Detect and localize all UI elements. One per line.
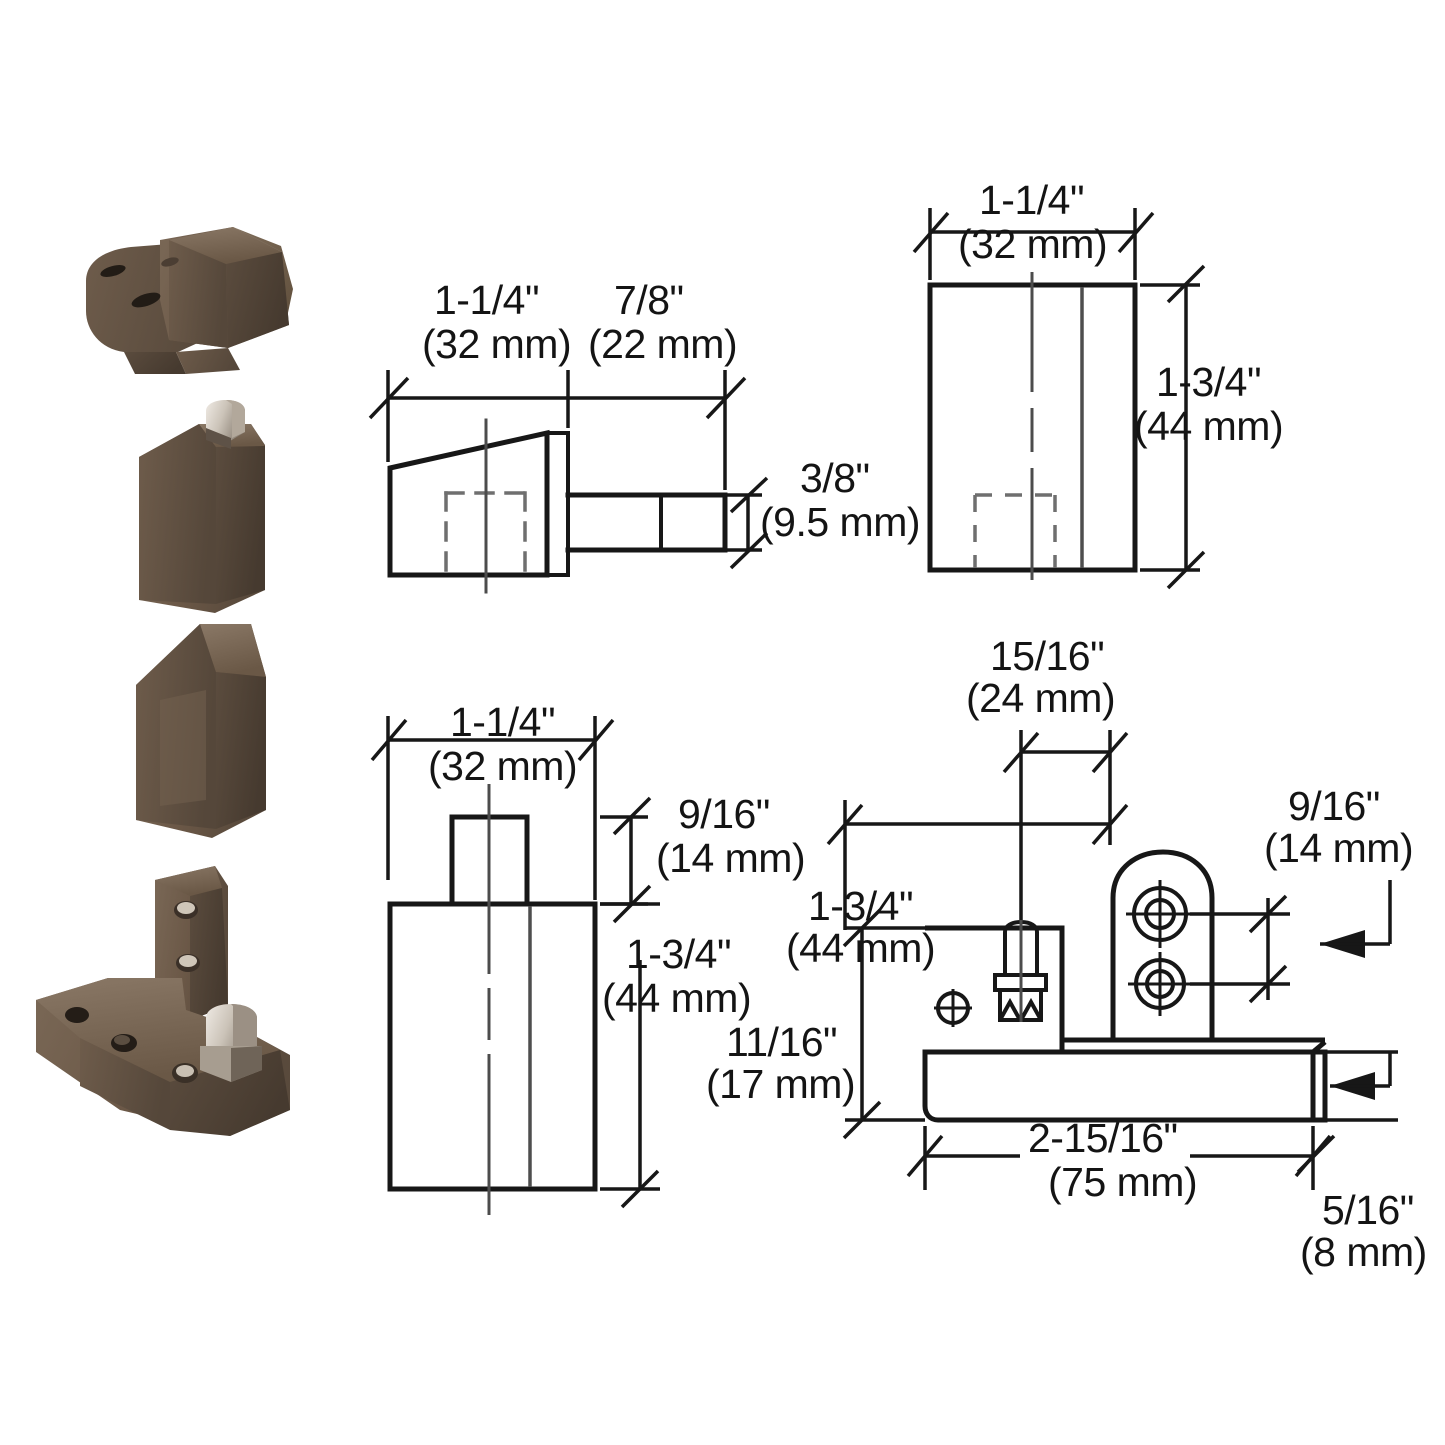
dim-tr-height-metric: (44 mm) [1134,403,1283,449]
dim-br-plate-thickness-imperial: 5/16" [1322,1187,1414,1233]
dim-br-overall-length-imperial: 2-15/16" [1028,1115,1178,1161]
dim-tl-pin-dia-metric: (9.5 mm) [760,499,920,545]
view-bottom-right-dimension-lines [826,730,1398,1190]
dim-bl-width-imperial: 1-1/4" [450,699,555,745]
dim-bl-pin-height-metric: (14 mm) [656,835,805,881]
dim-bl-pin-height-imperial: 9/16" [678,791,770,837]
view-top-right-front-elevation [927,272,1138,580]
dim-tr-width-metric: (32 mm) [958,221,1107,267]
dim-br-pin-offset-imperial: 15/16" [990,633,1104,679]
dim-br-back-offset-metric: (44 mm) [786,925,935,971]
dim-bl-width-metric: (32 mm) [428,743,577,789]
render-pivot-body-with-pin [139,400,265,613]
view-top-left-side-elevation [387,418,728,594]
dim-tl-width-b-metric: (22 mm) [588,321,737,367]
render-top-pivot-cap-underside [86,227,293,374]
dim-tl-width-a-metric: (32 mm) [422,321,571,367]
dim-tr-height-imperial: 1-3/4" [1156,359,1261,405]
dim-tl-width-b-imperial: 7/8" [614,277,684,323]
render-cover-cap [136,624,266,838]
dim-br-pin-offset-metric: (24 mm) [966,675,1115,721]
render-floor-bracket-assembly [36,866,290,1136]
view-top-right-dimension-lines [912,208,1206,590]
dim-bl-body-height-imperial: 1-3/4" [626,931,731,977]
dim-br-hole-spacing-imperial: 9/16" [1288,783,1380,829]
dim-br-block-height-imperial: 11/16" [726,1019,837,1065]
dim-br-overall-length-metric: (75 mm) [1048,1159,1197,1205]
dim-bl-body-height-metric: (44 mm) [602,975,751,1021]
view-bottom-left-dimension-lines [370,716,660,1209]
dim-br-hole-spacing-metric: (14 mm) [1264,825,1413,871]
view-top-left-dimension-lines [368,370,769,570]
dim-br-back-offset-imperial: 1-3/4" [808,883,913,929]
view-bottom-left-front-elevation [387,784,598,1215]
dim-tr-width-imperial: 1-1/4" [979,177,1084,223]
dim-br-plate-thickness-metric: (8 mm) [1300,1229,1427,1275]
dim-br-block-height-metric: (17 mm) [706,1061,855,1107]
dim-tl-width-a-imperial: 1-1/4" [434,277,539,323]
dim-tl-pin-dia-imperial: 3/8" [800,455,870,501]
